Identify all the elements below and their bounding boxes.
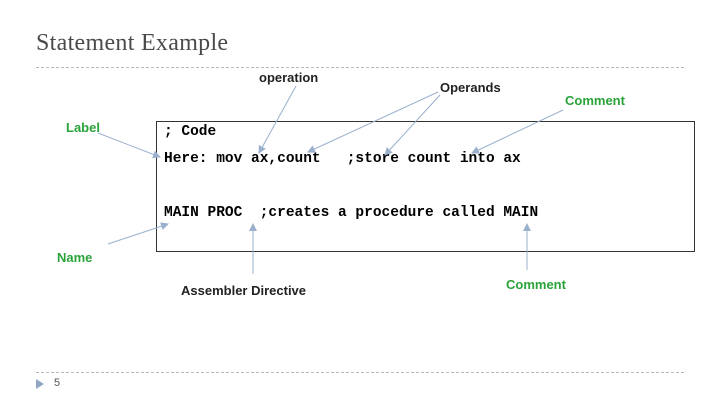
- operation-label: operation: [259, 70, 319, 85]
- comment-top-arrow: [471, 109, 564, 154]
- slide-title: Statement Example: [36, 30, 229, 56]
- operation-arrow: [258, 85, 297, 154]
- bottom-divider: [36, 372, 684, 373]
- label-label: Label: [66, 120, 100, 135]
- operands-label: Operands: [440, 80, 501, 95]
- comment-label-top: Comment: [565, 93, 625, 108]
- operands-arrow-count: [384, 94, 441, 156]
- label-arrow: [97, 132, 161, 159]
- code-box: [156, 121, 695, 252]
- page-number: 5: [54, 377, 61, 389]
- name-label: Name: [57, 250, 93, 265]
- operands-arrow-ax: [307, 91, 439, 153]
- code-line-proc: MAIN PROC ;creates a procedure called MA…: [164, 205, 539, 221]
- slide-marker-icon: [36, 379, 44, 389]
- code-line-comment: ; Code: [164, 124, 217, 140]
- top-divider: [36, 67, 684, 68]
- name-arrow: [107, 222, 169, 245]
- code-line-mov: Here: mov ax,count ;store count into ax: [164, 151, 521, 167]
- assembler-directive-label: Assembler Directive: [181, 283, 307, 298]
- comment-label-bottom: Comment: [506, 277, 566, 292]
